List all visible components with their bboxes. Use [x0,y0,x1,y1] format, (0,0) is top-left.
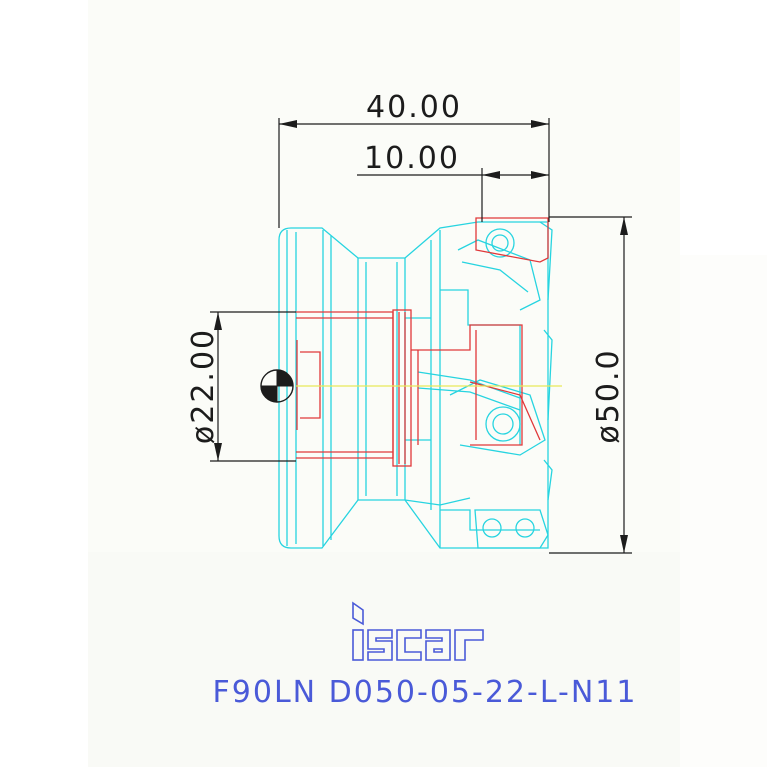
cutter-body-outline [278,221,553,549]
sheet-panel-right [680,255,767,767]
cut-length-label: 10.00 [364,141,460,176]
overall-length-label: 40.00 [366,90,462,125]
bore-section [296,217,549,467]
bore-diameter-label: ø22.00 [186,328,221,444]
sheet-panel-upper [88,0,680,552]
dimension-arrows [214,120,628,553]
outer-diameter-label: ø50.0 [591,348,626,443]
iscar-logo [352,601,484,661]
section-mark [260,369,294,403]
dimension-lines [210,118,632,554]
product-designation: F90LN D050-05-22-L-N11 [213,675,638,710]
